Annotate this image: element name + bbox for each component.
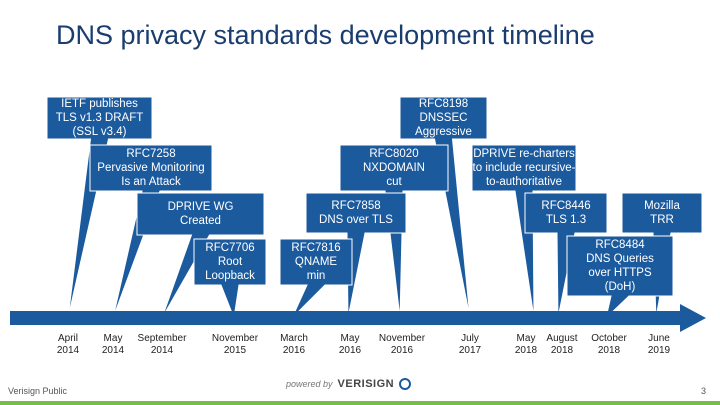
callout-label: RFC7858 DNS over TLS bbox=[319, 200, 393, 226]
date-month: May bbox=[103, 333, 123, 344]
date-year: 2014 bbox=[150, 345, 174, 356]
callout-shape bbox=[136, 192, 265, 319]
brand-name: VERISIGN bbox=[337, 378, 395, 390]
callout-label: IETF publishes TLS v1.3 DRAFT (SSL v3.4) bbox=[55, 98, 144, 138]
callout-label: RFC8198 DNSSEC Aggressive bbox=[415, 98, 472, 138]
date-year: 2016 bbox=[338, 345, 362, 356]
callout-shape bbox=[279, 238, 353, 319]
timeline-arrow-head bbox=[680, 304, 706, 332]
page-number: 3 bbox=[700, 386, 706, 396]
date-month: May bbox=[340, 333, 360, 344]
callout-label: RFC7816 QNAME min bbox=[291, 242, 341, 282]
callout-label: RFC7258 Pervasive Monitoring Is an Attac… bbox=[97, 148, 205, 188]
date-month: July bbox=[461, 333, 479, 344]
date-month: August bbox=[546, 333, 578, 344]
callout-shape bbox=[471, 144, 577, 319]
date-month: October bbox=[591, 333, 627, 344]
date-year: 2019 bbox=[647, 345, 671, 356]
callout-label: DPRIVE WG Created bbox=[167, 201, 234, 227]
date-year: 2018 bbox=[550, 345, 574, 356]
date-month: March bbox=[280, 333, 308, 344]
brand-mark-icon bbox=[399, 378, 412, 390]
powered-by-text: powered by bbox=[286, 379, 333, 389]
callout-shape bbox=[193, 238, 267, 320]
date-month: May bbox=[516, 333, 536, 344]
date-month: June bbox=[648, 333, 670, 344]
footer-logo: powered by VERISIGN bbox=[286, 378, 412, 390]
callout-label: RFC7706 Root Loopback bbox=[205, 242, 255, 282]
date-year: 2016 bbox=[390, 345, 414, 356]
slide-title: DNS privacy standards development timeli… bbox=[56, 20, 595, 50]
callout-shape bbox=[46, 96, 153, 319]
callout-label: RFC8020 NXDOMAIN cut bbox=[363, 148, 425, 188]
callout-label: Mozilla TRR bbox=[644, 200, 680, 226]
date-year: 2018 bbox=[597, 345, 621, 356]
callout-shape bbox=[89, 144, 213, 319]
callout-shape bbox=[399, 96, 488, 319]
date-year: 2017 bbox=[458, 345, 482, 356]
date-year: 2014 bbox=[101, 345, 125, 356]
timeline-axis bbox=[10, 311, 682, 325]
callout-label: DPRIVE re-charters to include recursive-… bbox=[472, 148, 576, 188]
callout-shape bbox=[566, 235, 674, 320]
date-year: 2016 bbox=[282, 345, 306, 356]
callout-label: RFC8484 DNS Queries over HTTPS (DoH) bbox=[586, 239, 654, 293]
date-year: 2014 bbox=[56, 345, 80, 356]
accent-bar bbox=[0, 401, 720, 405]
date-month: April bbox=[57, 333, 78, 344]
date-month: November bbox=[378, 333, 426, 344]
date-month: September bbox=[137, 333, 187, 344]
callout-label: RFC8446 TLS 1.3 bbox=[541, 200, 591, 226]
callout-shape bbox=[305, 192, 407, 319]
date-year: 2015 bbox=[223, 345, 247, 356]
footer-classification: Verisign Public bbox=[8, 386, 68, 396]
date-month: November bbox=[211, 333, 259, 344]
date-year: 2018 bbox=[514, 345, 538, 356]
